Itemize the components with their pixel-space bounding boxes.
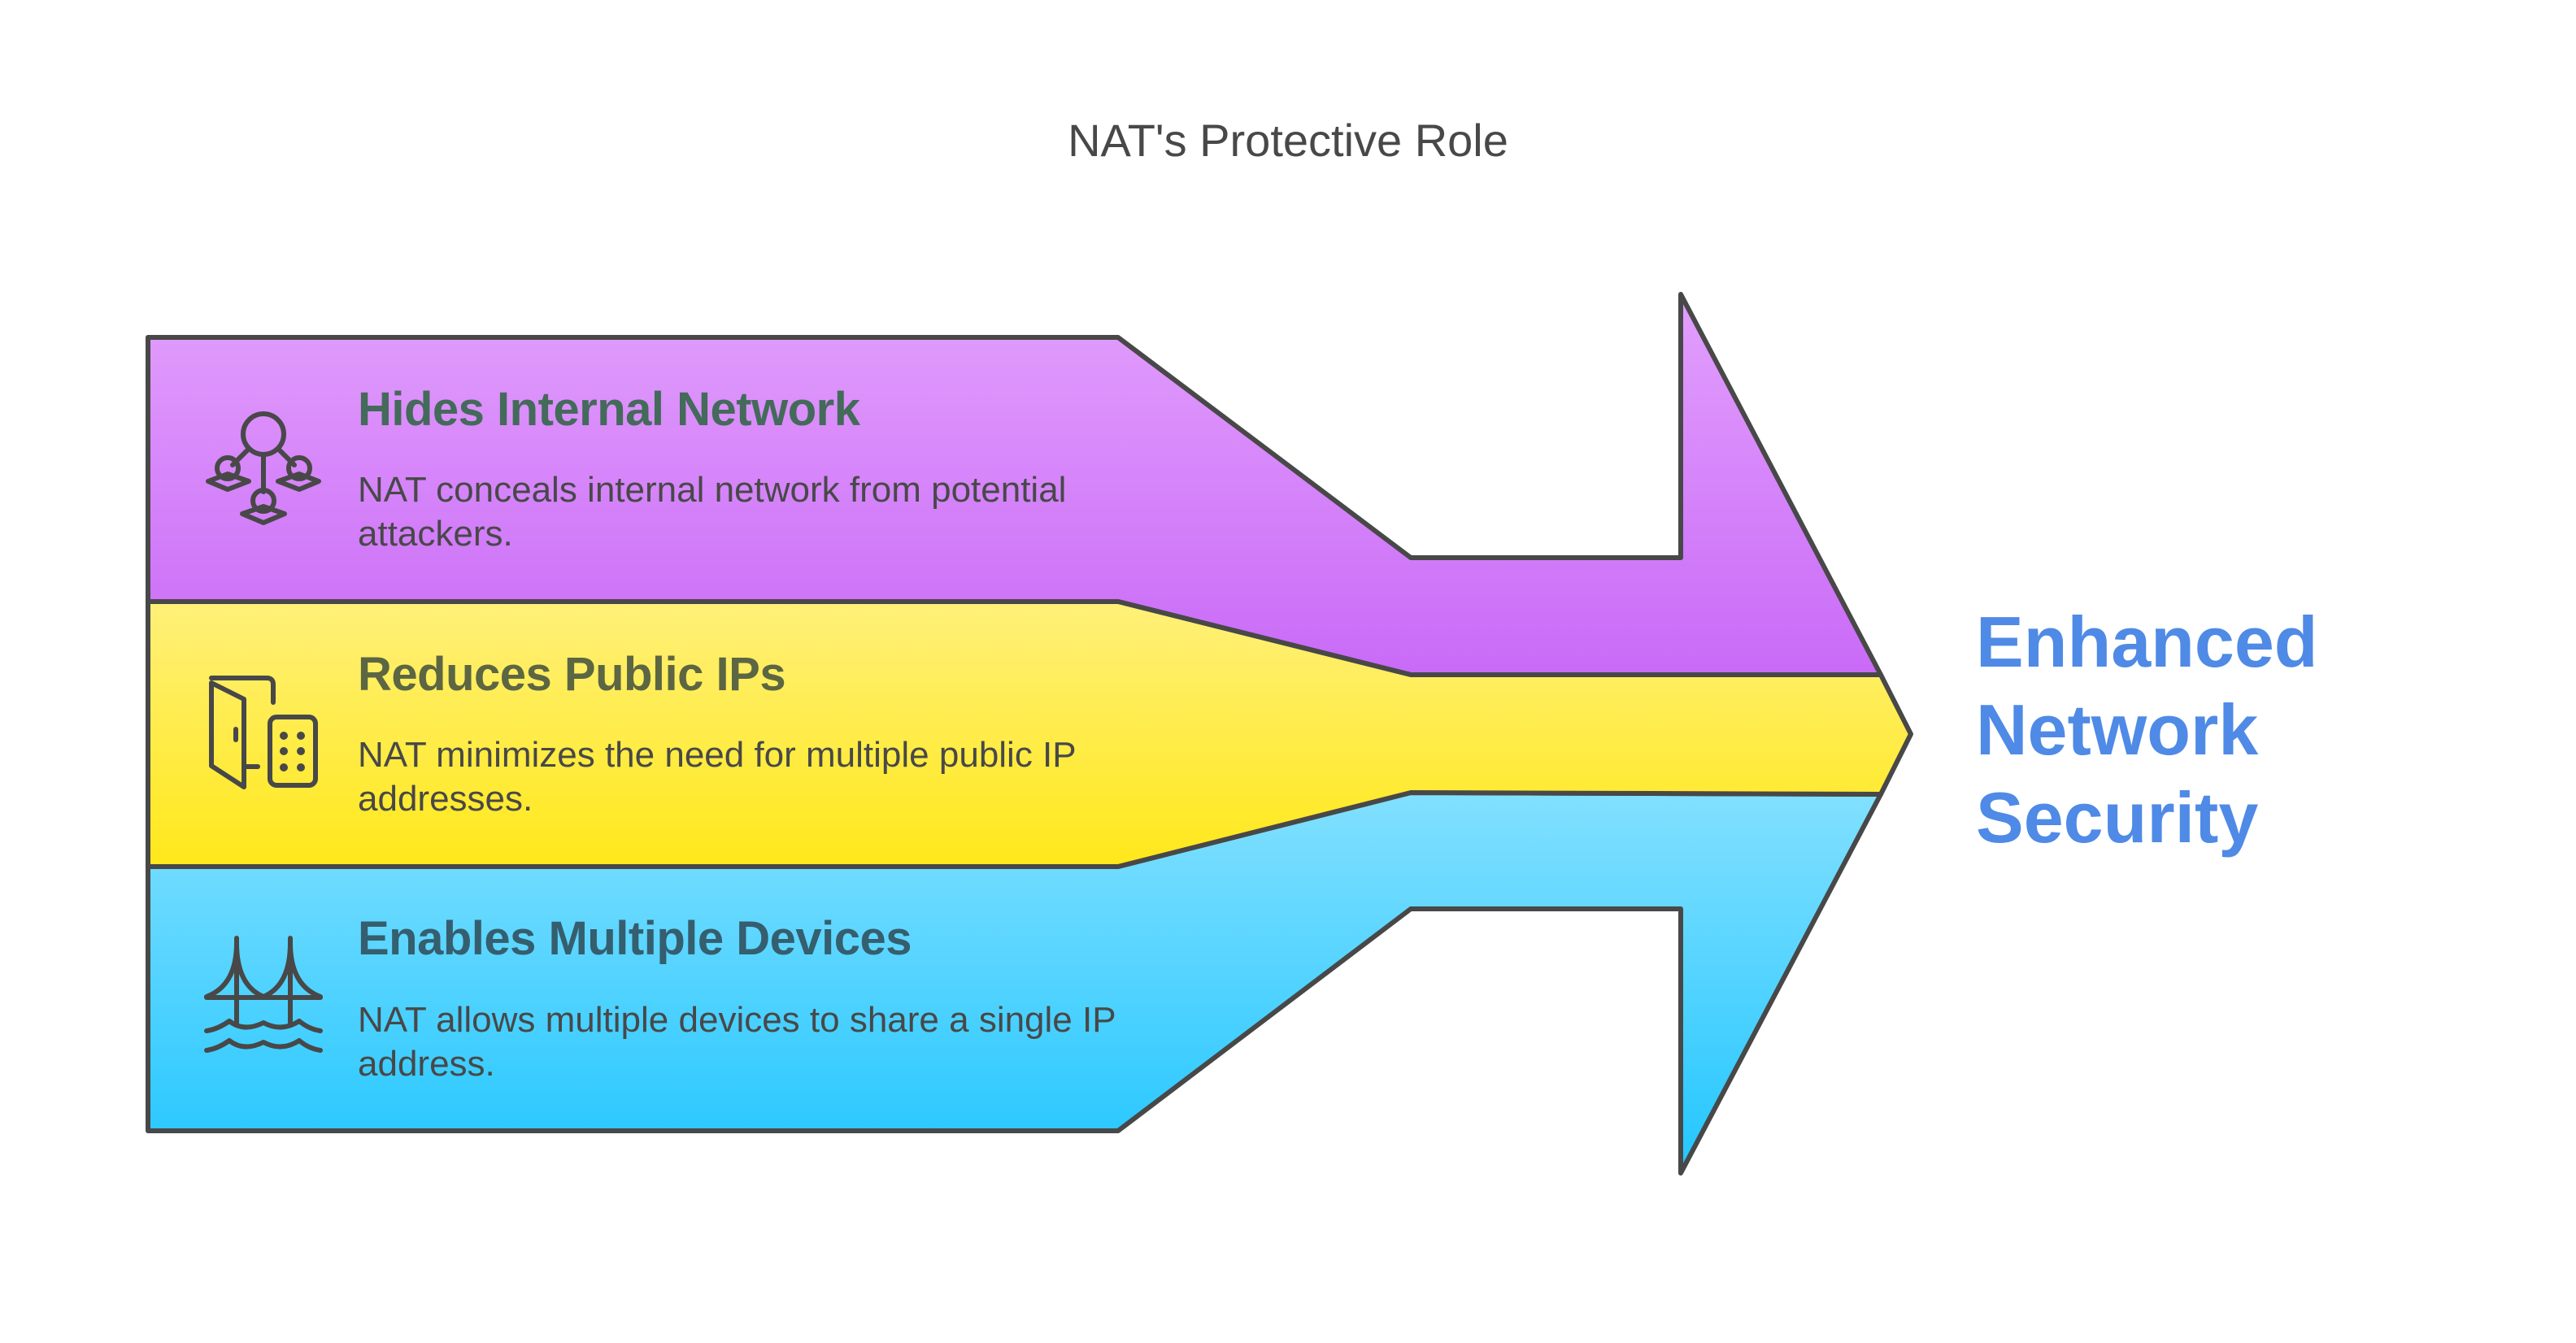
section-title-hides-internal-network: Hides Internal Network	[358, 383, 860, 436]
section-title-reduces-public-ips: Reduces Public IPs	[358, 648, 786, 701]
outcome-line-3: Security	[1976, 777, 2259, 858]
band-reduces-public-ips	[146, 599, 1913, 869]
network-hierarchy-icon	[206, 411, 321, 525]
section-description-hides-internal-network: NAT conceals internal network from poten…	[358, 470, 1067, 554]
outcome-line-2: Network	[1976, 689, 2259, 770]
section-description-enables-multiple-devices: NAT allows multiple devices to share a s…	[358, 1000, 1116, 1084]
door-keypad-icon	[209, 676, 318, 789]
bridge-icon	[204, 936, 323, 1053]
section-title-enables-multiple-devices: Enables Multiple Devices	[358, 912, 912, 965]
diagram-title: NAT's Protective Role	[1068, 115, 1508, 166]
outcome-label: Enhanced Network Security	[1976, 598, 2318, 862]
section-description-reduces-public-ips: NAT minimizes the need for multiple publ…	[358, 735, 1076, 819]
outcome-line-1: Enhanced	[1976, 602, 2318, 682]
